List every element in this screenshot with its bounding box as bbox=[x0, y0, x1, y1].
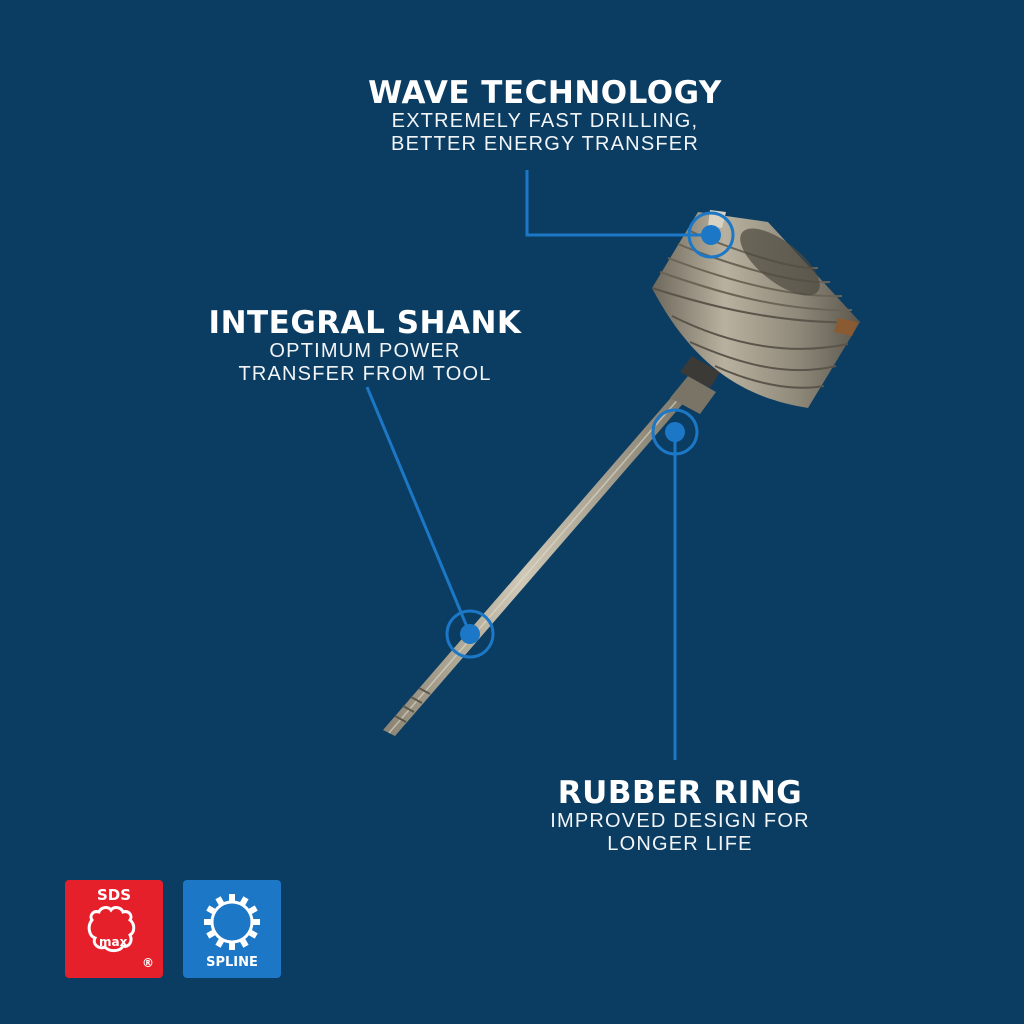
shank-shaft bbox=[383, 386, 693, 736]
wave-line-1: EXTREMELY FAST DRILLING, bbox=[391, 110, 699, 132]
wave-technology-callout: WAVE TECHNOLOGY EXTREMELY FAST DRILLING,… bbox=[345, 76, 745, 156]
max-text: max bbox=[99, 935, 128, 949]
sds-max-logo-icon bbox=[87, 906, 136, 953]
core-bit-cup bbox=[651, 210, 861, 408]
sds-text: SDS bbox=[96, 886, 132, 904]
integral-shank-callout: INTEGRAL SHANK OPTIMUM POWER TRANSFER FR… bbox=[185, 306, 545, 386]
wave-leader bbox=[525, 170, 735, 259]
spline-text: SPLINE bbox=[206, 955, 258, 970]
registered-mark: ® bbox=[142, 956, 154, 970]
shank-line-2: TRANSFER FROM TOOL bbox=[238, 363, 492, 385]
spline-gear-icon bbox=[204, 894, 260, 950]
wave-line-2: BETTER ENERGY TRANSFER bbox=[391, 133, 699, 155]
ring-line-2: LONGER LIFE bbox=[607, 833, 753, 855]
shank-leader bbox=[365, 386, 495, 659]
shank-title: INTEGRAL SHANK bbox=[208, 305, 522, 341]
wave-title: WAVE TECHNOLOGY bbox=[368, 75, 722, 111]
rubber-ring-collar bbox=[670, 356, 720, 414]
ring-leader bbox=[651, 408, 699, 760]
sds-max-badge: SDS max ® bbox=[65, 880, 163, 978]
ring-title: RUBBER RING bbox=[557, 775, 803, 811]
spline-badge: SPLINE bbox=[183, 880, 281, 978]
rubber-ring-callout: RUBBER RING IMPROVED DESIGN FOR LONGER L… bbox=[510, 776, 850, 856]
shank-line-1: OPTIMUM POWER bbox=[269, 340, 461, 362]
ring-line-1: IMPROVED DESIGN FOR bbox=[550, 810, 810, 832]
